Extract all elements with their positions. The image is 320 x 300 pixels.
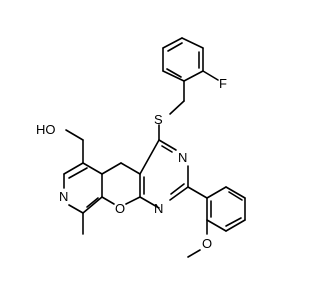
pyridine-ring (63, 162, 103, 214)
ring-oxygen-label: O (115, 201, 125, 216)
methoxyphenyl-ring (206, 186, 246, 232)
sulfur-label: S (154, 112, 163, 127)
methoxy-oxygen-label: O (202, 236, 212, 251)
molecule-canvas: F S HO N N N O O (36, 37, 246, 258)
ch2-s-bond (169, 100, 185, 115)
pyrimidine-ring (139, 139, 189, 209)
pyran-ring (101, 162, 141, 205)
fluorobenzyl-ring (162, 37, 204, 82)
o-methyl-bond (187, 249, 201, 258)
aryl-link-bond (187, 186, 208, 199)
chemical-structure-drawing: F S HO N N N O O (36, 37, 246, 258)
hydroxyl-label: HO (36, 122, 56, 137)
pyrimidine-n3-label: N (178, 150, 187, 165)
ch2-oh-bond (65, 129, 84, 141)
fluorine-label: F (219, 76, 227, 91)
pyrimidine-n1-label: N (154, 201, 163, 216)
c-f-bond (202, 70, 219, 81)
pyridine-n-label: N (59, 189, 68, 204)
